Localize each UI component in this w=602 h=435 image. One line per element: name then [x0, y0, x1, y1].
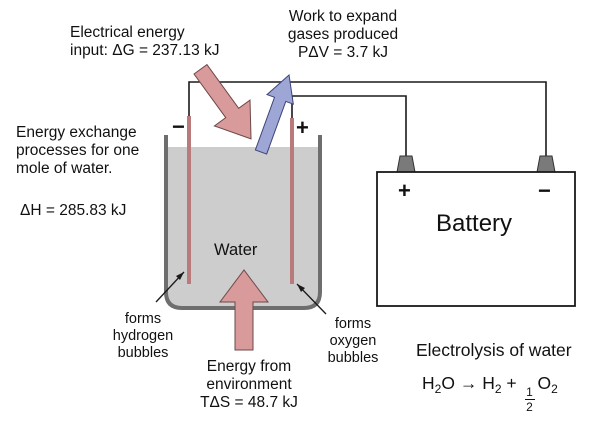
environment-line-1: Energy from: [206, 358, 292, 375]
negative-electrode: [187, 116, 191, 284]
delta-h-label: ΔH = 285.83 kJ: [20, 202, 127, 219]
oxygen-line-1: forms: [334, 316, 372, 332]
eq-o2-o: O: [537, 373, 552, 393]
energy-exchange-line-2: processes for one: [16, 142, 140, 159]
electrical-energy-line-2: input: ΔG = 237.13 kJ: [70, 42, 220, 59]
hydrogen-line-1: forms: [124, 311, 162, 327]
work-expand-label: Work to expand gases produced PΔV = 3.7 …: [276, 8, 410, 62]
oxygen-line-3: bubbles: [327, 350, 379, 366]
battery-label: Battery: [436, 210, 513, 237]
positive-electrode: [290, 118, 294, 284]
hydrogen-line-2: hydrogen: [112, 328, 174, 344]
eq-h2-sub: 2: [494, 382, 502, 396]
battery-terminal-negative: [536, 155, 556, 173]
electrical-energy-label: Electrical energy input: ΔG = 237.13 kJ: [70, 24, 220, 60]
hydrogen-pointer-head: [176, 272, 184, 280]
eq-plus: +: [506, 373, 517, 393]
eq-arrow: →: [459, 373, 478, 393]
eq-h2o-o: O: [441, 373, 455, 393]
environment-label: Energy from environment TΔS = 48.7 kJ: [190, 358, 308, 412]
energy-exchange-label: Energy exchange processes for one mole o…: [16, 124, 139, 178]
energy-exchange-line-3: mole of water.: [16, 160, 113, 177]
hydrogen-label: forms hydrogen bubbles: [108, 311, 178, 362]
battery-plus-sign: +: [398, 178, 411, 203]
oxygen-label: forms oxygen bubbles: [318, 316, 388, 367]
electrode-plus-sign: +: [296, 115, 309, 140]
oxygen-pointer-head: [297, 284, 305, 292]
environment-line-3: TΔS = 48.7 kJ: [200, 394, 298, 411]
eq-o2-sub: 2: [551, 382, 558, 396]
eq-h2-h: H: [482, 373, 495, 393]
hydrogen-line-3: bubbles: [117, 345, 169, 361]
battery-minus-sign: −: [538, 178, 551, 203]
battery: [376, 171, 576, 307]
work-expand-line-1: Work to expand: [288, 8, 398, 25]
electrical-energy-arrow: [193, 63, 252, 140]
eq-h2o-h: H: [422, 373, 435, 393]
work-expand-arrow: [254, 73, 294, 155]
environment-energy-arrow: [219, 269, 269, 351]
electrical-energy-line-1: Electrical energy: [70, 24, 185, 41]
eq-frac-den: 2: [526, 400, 533, 414]
work-expand-line-2: gases produced: [287, 26, 399, 43]
battery-terminal-positive: [396, 155, 416, 173]
water-label: Water: [214, 241, 258, 259]
electrode-minus-sign: −: [172, 114, 185, 139]
eq-frac-num: 1: [526, 385, 533, 399]
eq-frac-bar: [524, 399, 535, 400]
electrolysis-title: Electrolysis of water: [416, 340, 572, 360]
wire-negative: [188, 81, 547, 160]
wire-positive: [291, 95, 407, 160]
energy-exchange-line-1: Energy exchange: [16, 124, 137, 141]
oxygen-line-2: oxygen: [329, 333, 377, 349]
water: [166, 147, 320, 308]
work-expand-line-3: PΔV = 3.7 kJ: [297, 44, 389, 61]
eq-h2o-sub: 2: [434, 382, 442, 396]
environment-line-2: environment: [206, 376, 292, 393]
